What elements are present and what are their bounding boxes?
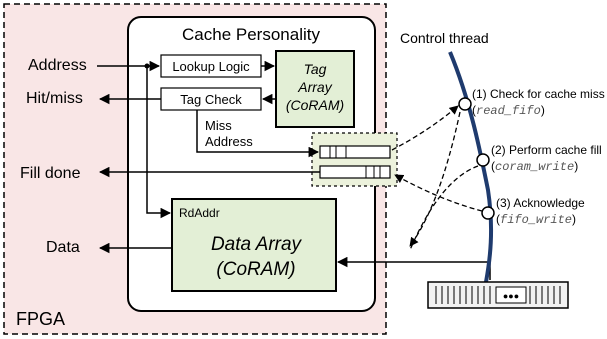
- control-thread-title: Control thread: [400, 30, 489, 46]
- control-thread-curve: [448, 51, 494, 283]
- fill-done-signal-label: Fill done: [20, 165, 81, 182]
- step1-label: (1) Check for cache miss: [472, 87, 605, 101]
- data-array-line2: (CoRAM): [216, 259, 295, 280]
- fifo-to-step1-dashed-arrow: [391, 105, 459, 151]
- memory-device-dots: ●●●: [503, 291, 519, 301]
- step2-node: [476, 153, 490, 167]
- hit-miss-signal-label: Hit/miss: [26, 90, 83, 107]
- address-signal-label: Address: [28, 57, 87, 74]
- step3-node: [481, 206, 495, 220]
- rdaddr-label: RdAddr: [179, 206, 220, 220]
- miss-address-line2: Address: [205, 134, 253, 149]
- step3-to-fifo-dashed-arrow: [394, 174, 483, 212]
- miss-fifo: [319, 145, 391, 159]
- data-signal-label: Data: [46, 239, 80, 256]
- rdaddr-arrow: [146, 66, 172, 219]
- step1-to-step2-dashed-arrow: [409, 111, 461, 247]
- step2-to-memory-dashed-arrow: [409, 165, 479, 251]
- tag-check-label: Tag Check: [180, 92, 242, 107]
- data-array-box: [171, 198, 337, 292]
- step1-code-line: (read_fifo): [472, 103, 545, 118]
- tag-array-line2: Array: [297, 79, 332, 95]
- data-array-line1: Data Array: [211, 234, 303, 255]
- step3-label: (3) Acknowledge: [496, 196, 585, 210]
- miss-address-line1: Miss: [205, 118, 232, 133]
- cache-personality-title: Cache Personality: [182, 25, 320, 44]
- memory-device-fins: [435, 286, 561, 304]
- lookup-logic-label: Lookup Logic: [172, 59, 250, 74]
- tag-array-line3: (CoRAM): [286, 97, 344, 113]
- tag-array-box: [275, 50, 355, 128]
- step3-code-line: (fifo_write): [496, 212, 576, 227]
- fpga-label: FPGA: [16, 309, 65, 329]
- tag-array-line1: Tag: [304, 61, 327, 77]
- step2-code-line: (coram_write): [491, 159, 578, 174]
- miss-address-arrow: [196, 110, 320, 158]
- step1-node: [458, 97, 472, 111]
- memory-device-panel: [495, 286, 527, 304]
- step2-label: (2) Perform cache fill: [491, 143, 602, 157]
